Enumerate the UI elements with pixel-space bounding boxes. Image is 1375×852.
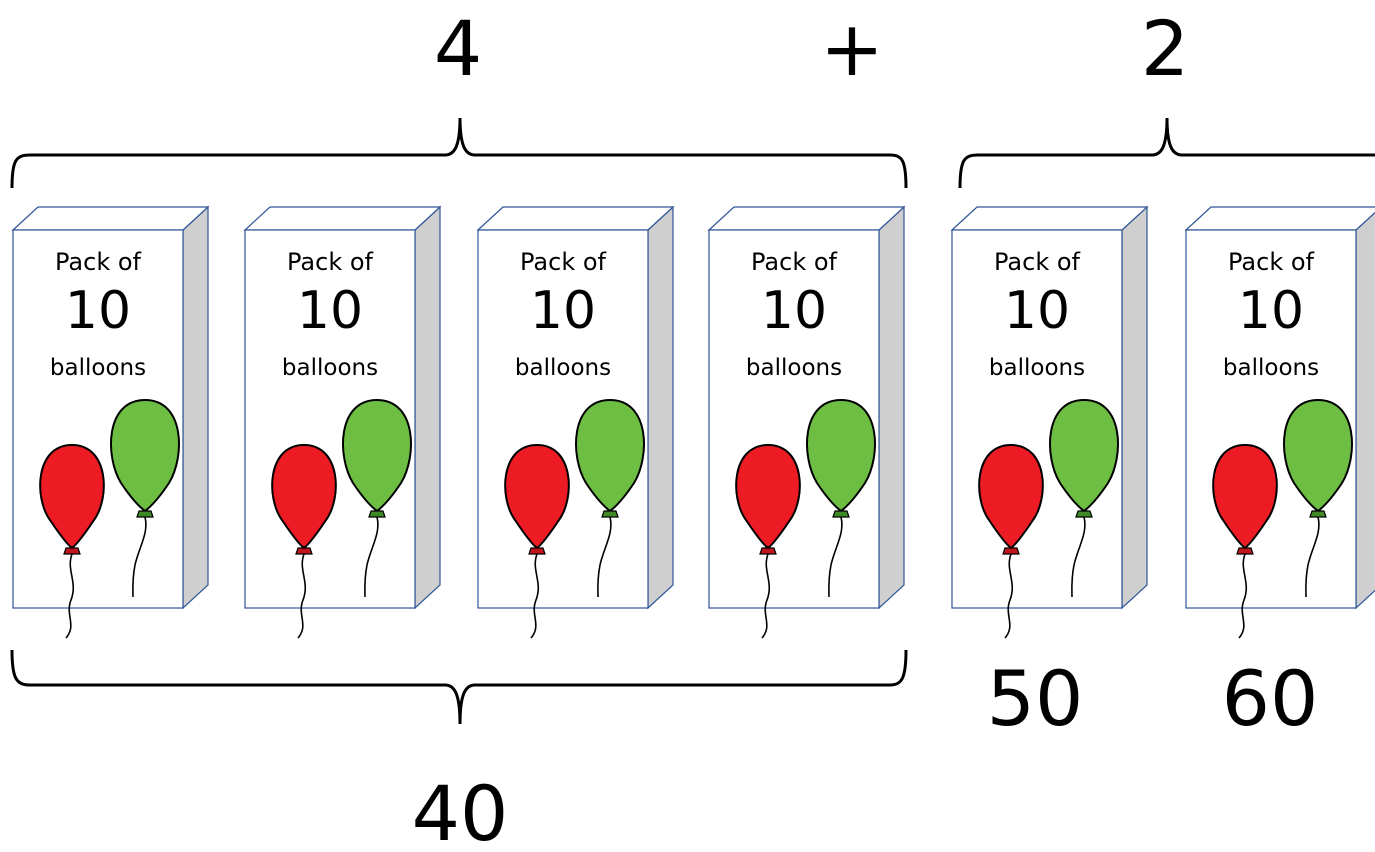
group-total-label: 40 (412, 769, 509, 852)
pack-label-top: Pack of (751, 248, 838, 276)
pack-number: 10 (530, 281, 596, 341)
packs-row: Pack of 10 balloons Pack of 10 balloons … (11, 205, 1375, 639)
pack-number: 10 (761, 281, 827, 341)
pack-label-bottom: balloons (50, 355, 146, 381)
pack-label-bottom: balloons (515, 355, 611, 381)
plus-operator: + (820, 4, 884, 93)
balloon-pack: Pack of 10 balloons (243, 205, 442, 639)
count-on-label-60: 60 (1222, 654, 1319, 743)
group-count-label: 4 (434, 4, 482, 93)
balloon-pack: Pack of 10 balloons (950, 205, 1149, 639)
balloon-pack: Pack of 10 balloons (11, 205, 210, 639)
pack-number: 10 (297, 281, 363, 341)
balloon-pack: Pack of 10 balloons (1184, 206, 1375, 639)
pack-label-top: Pack of (55, 248, 142, 276)
pack-number: 10 (65, 281, 131, 341)
pack-label-bottom: balloons (989, 355, 1085, 381)
bottom-bracket-first-group (10, 649, 908, 725)
count-on-label-50: 50 (987, 654, 1084, 743)
top-bracket-second-group (958, 117, 1375, 189)
pack-label-top: Pack of (1228, 248, 1315, 276)
balloon-pack: Pack of 10 balloons (476, 205, 675, 639)
pack-label-bottom: balloons (1223, 355, 1319, 381)
pack-label-top: Pack of (287, 248, 374, 276)
pack-label-top: Pack of (994, 248, 1081, 276)
balloon-pack: Pack of 10 balloons (707, 205, 906, 639)
pack-number: 10 (1004, 281, 1070, 341)
pack-label-top: Pack of (520, 248, 607, 276)
pack-number: 10 (1238, 281, 1304, 341)
pack-label-bottom: balloons (282, 355, 378, 381)
addend-label: 2 (1141, 4, 1189, 93)
top-bracket-first-group (10, 117, 908, 189)
pack-label-bottom: balloons (746, 355, 842, 381)
